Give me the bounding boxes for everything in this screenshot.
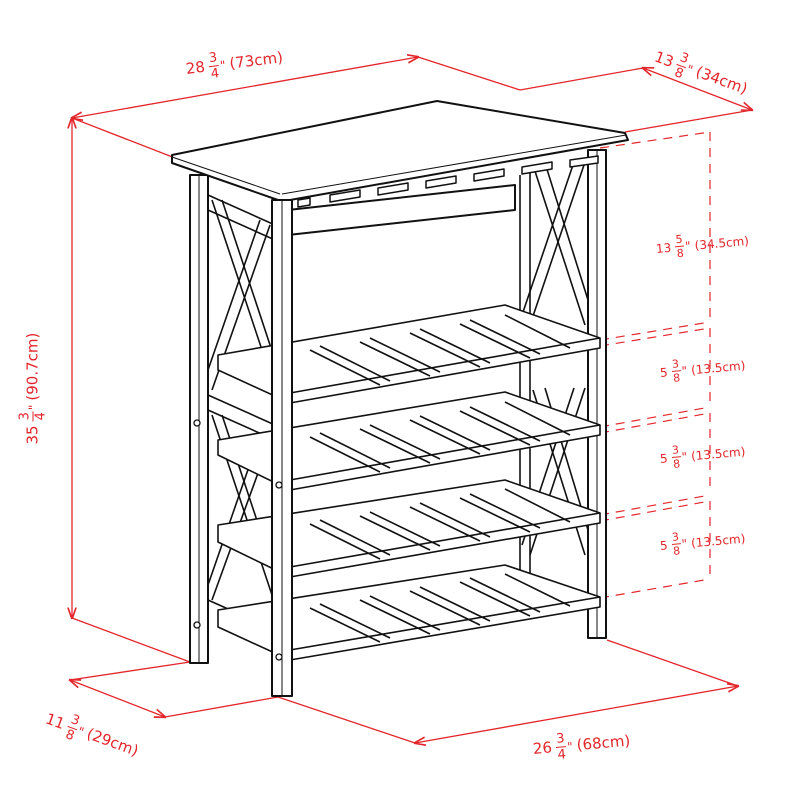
shelf-3 <box>217 479 601 578</box>
shelf-1 <box>217 304 601 404</box>
dimension-lines <box>70 57 752 743</box>
wine-rack-drawing <box>171 100 629 697</box>
bolt-hole <box>193 621 201 629</box>
bolt-hole <box>275 481 283 489</box>
base-width-dimension-line <box>415 686 738 743</box>
bolt-hole <box>193 419 201 427</box>
shelf-2 <box>217 391 601 491</box>
shelf-4-bottom <box>217 564 601 661</box>
glass-hanger-rails <box>297 155 599 208</box>
shelf-spacing-dashed-lines <box>599 131 711 599</box>
bolt-hole <box>275 653 283 661</box>
width-extension-left <box>71 117 176 159</box>
depth-dimension-line <box>643 68 752 110</box>
base-depth-dimension-line <box>70 680 165 717</box>
table-top <box>171 100 629 201</box>
width-dimension-line <box>72 57 418 118</box>
right-side-x-frame <box>519 161 589 620</box>
